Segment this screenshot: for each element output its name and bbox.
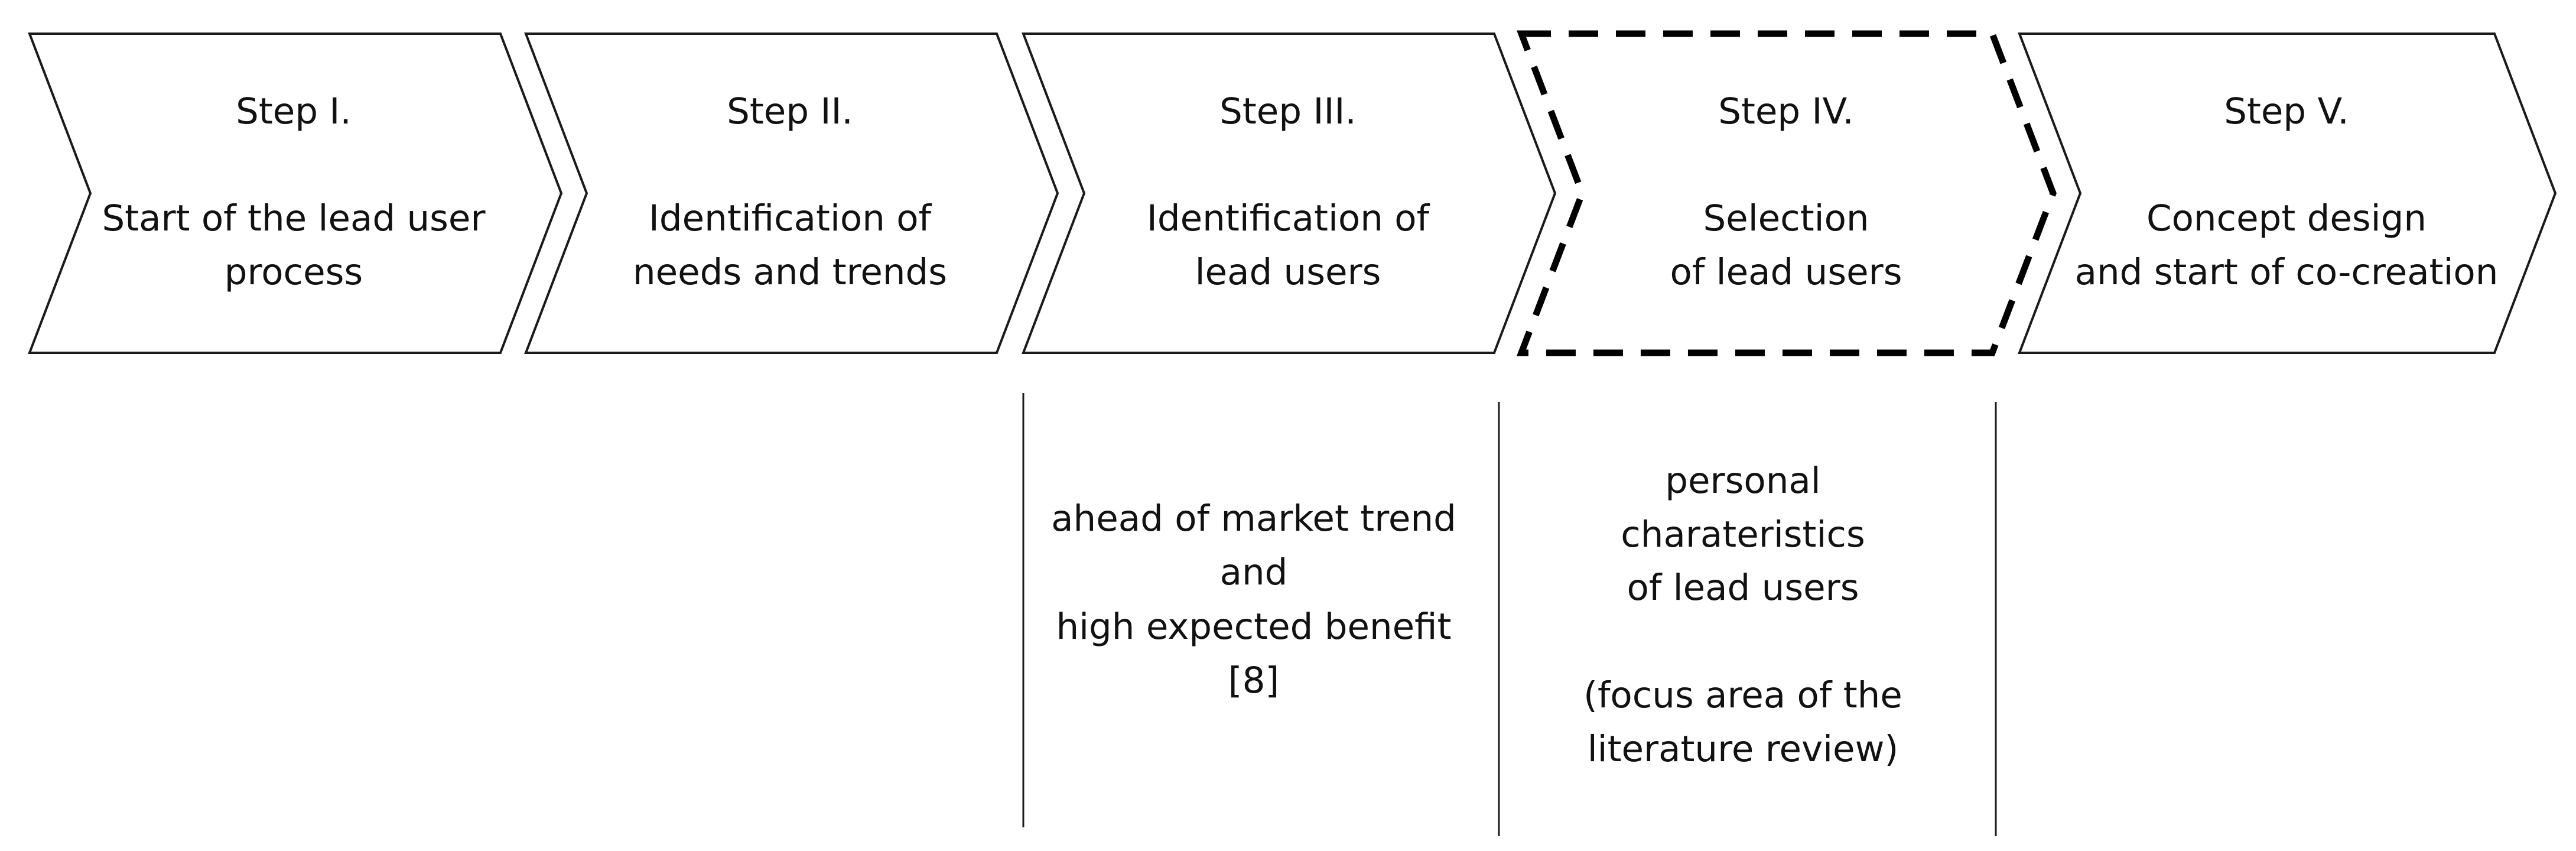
step-5-label-line-2: and start of co-creation bbox=[2075, 251, 2499, 293]
characteristics-note-line-1: personal bbox=[1665, 460, 1820, 502]
criteria-note-line-3: high expected benefit bbox=[1056, 606, 1451, 648]
step-2-label-line-2: needs and trends bbox=[633, 251, 947, 293]
characteristics-note-line-2: charateristics bbox=[1621, 514, 1865, 556]
step-1-label-line-2: process bbox=[225, 251, 363, 293]
process-step-2: Step II. Identification of needs and tre… bbox=[524, 33, 1059, 354]
step-3-label-line-1: Identification of bbox=[1147, 197, 1430, 239]
characteristics-note-line-3: of lead users bbox=[1627, 567, 1859, 609]
chevron-shape-step-2 bbox=[524, 33, 1059, 354]
chevron-shape-step-3 bbox=[1022, 33, 1557, 354]
criteria-note: ahead of market trend and high expected … bbox=[1051, 498, 1456, 701]
criteria-note-line-1: ahead of market trend bbox=[1051, 498, 1456, 540]
step-4-label-line-1: Selection bbox=[1703, 197, 1869, 239]
step-2-title: Step II. bbox=[727, 90, 853, 132]
step-4-title: Step IV. bbox=[1718, 90, 1854, 132]
process-step-5: Step V. Concept design and start of co-c… bbox=[2018, 33, 2557, 354]
process-step-4: Step IV. Selection of lead users bbox=[1517, 30, 2057, 356]
step-4-label-line-2: of lead users bbox=[1670, 251, 1902, 293]
characteristics-note: personal charateristics of lead users (f… bbox=[1583, 460, 1902, 770]
chevron-shape-step-4-dashed bbox=[1517, 30, 2057, 356]
step-3-title: Step III. bbox=[1219, 90, 1357, 132]
step-3-label-line-2: lead users bbox=[1195, 251, 1381, 293]
step-5-title: Step V. bbox=[2224, 90, 2349, 132]
criteria-note-line-2: and bbox=[1220, 551, 1288, 593]
step-1-title: Step I. bbox=[236, 90, 352, 132]
characteristics-note-line-5: (focus area of the bbox=[1583, 674, 1902, 716]
step-5-label-line-1: Concept design bbox=[2146, 197, 2427, 239]
process-step-3: Step III. Identification of lead users bbox=[1022, 33, 1557, 354]
chevron-shape-step-5 bbox=[2018, 33, 2557, 354]
step-2-label-line-1: Identification of bbox=[649, 197, 932, 239]
step-1-label-line-1: Start of the lead user bbox=[102, 197, 486, 239]
chevron-shape-step-1 bbox=[28, 33, 563, 354]
criteria-note-citation: [8] bbox=[1228, 660, 1279, 701]
characteristics-note-line-6: literature review) bbox=[1588, 728, 1899, 770]
process-step-1: Step I. Start of the lead user process bbox=[28, 33, 563, 354]
